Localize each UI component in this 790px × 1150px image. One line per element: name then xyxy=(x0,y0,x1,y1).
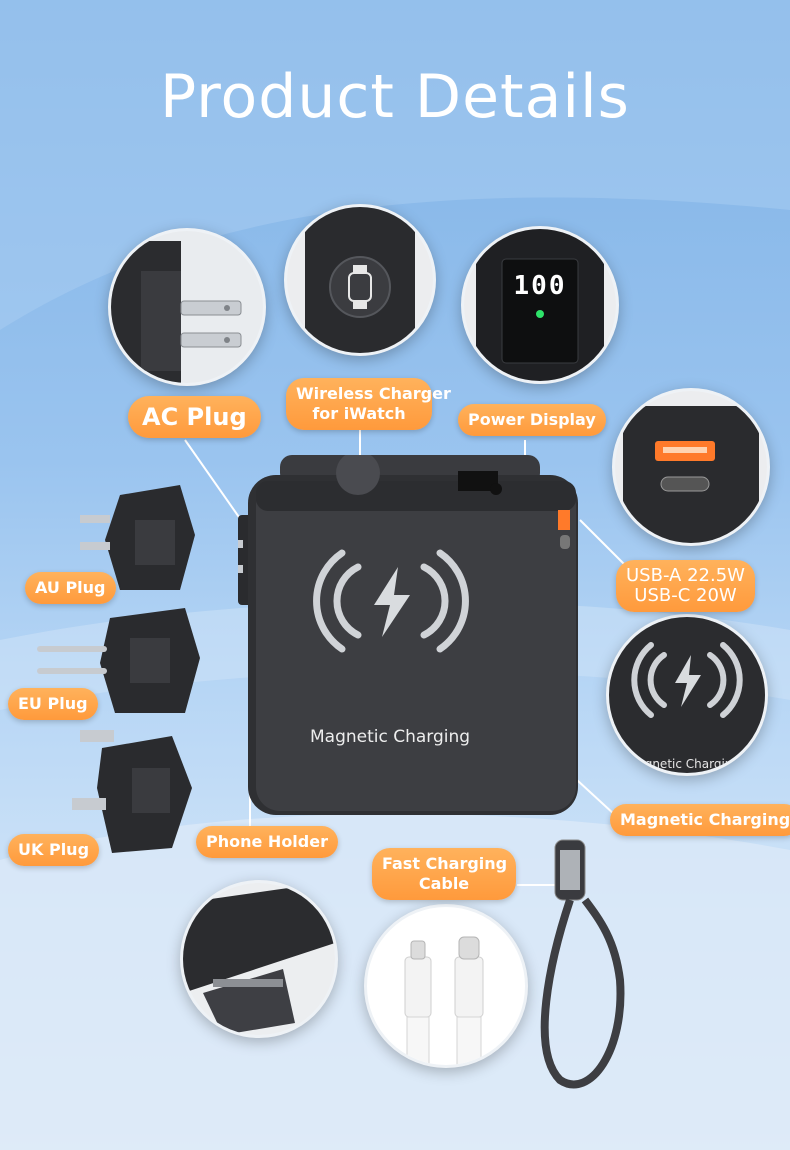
ac-plug-closeup xyxy=(108,228,266,386)
power-bank-device: Magnetic Charging xyxy=(198,451,588,817)
usb-ports-icon xyxy=(615,391,767,543)
display-screen xyxy=(464,229,616,381)
label-cable-line2: Cable xyxy=(418,874,470,893)
label-usb-line1: USB-A 22.5W xyxy=(626,565,745,586)
uk-plug-adapter xyxy=(72,730,192,853)
au-plug-adapter xyxy=(80,485,195,590)
power-display-closeup: 100 xyxy=(461,226,619,384)
label-au-plug: AU Plug xyxy=(25,572,116,604)
cable-tips-closeup xyxy=(364,904,528,1068)
battery-percentage: 100 xyxy=(513,271,567,301)
phone-holder-icon xyxy=(183,883,335,1035)
label-power-display: Power Display xyxy=(458,404,606,436)
power-bank-body xyxy=(198,451,578,815)
magnetic-charging-closeup: Magnetic Charging xyxy=(606,614,768,776)
watch-charger-closeup xyxy=(284,204,436,356)
label-phone-holder: Phone Holder xyxy=(196,826,338,858)
ac-plug-prongs-icon xyxy=(111,231,263,383)
label-eu-plug: EU Plug xyxy=(8,688,98,720)
label-wireless-line1: Wireless Charger xyxy=(296,384,451,403)
phone-holder-closeup xyxy=(180,880,338,1038)
cable-connectors-icon xyxy=(404,936,484,1065)
label-fast-charging-cable: Fast Charging Cable xyxy=(372,848,516,900)
label-wireless-charger: Wireless Charger for iWatch xyxy=(286,378,451,430)
device-magnetic-text: Magnetic Charging xyxy=(310,727,471,747)
eu-plug-adapter xyxy=(37,608,200,713)
label-uk-plug: UK Plug xyxy=(8,834,100,866)
charging-cable-lanyard xyxy=(540,839,625,1089)
watch-icon xyxy=(287,207,433,353)
label-cable-line1: Fast Charging xyxy=(382,854,508,873)
label-wireless-line2: for iWatch xyxy=(312,404,406,423)
zoom-magnetic-text: Magnetic Charging xyxy=(627,757,740,771)
label-ac-plug: AC Plug xyxy=(128,396,261,438)
page-title: Product Details xyxy=(160,62,630,132)
label-usb-ports: USB-A 22.5W USB-C 20W xyxy=(616,560,755,612)
label-usb-line2: USB-C 20W xyxy=(634,585,737,606)
wireless-charging-icon xyxy=(631,642,743,718)
label-magnetic-charging: Magnetic Charging xyxy=(610,804,790,836)
usb-ports-closeup xyxy=(612,388,770,546)
